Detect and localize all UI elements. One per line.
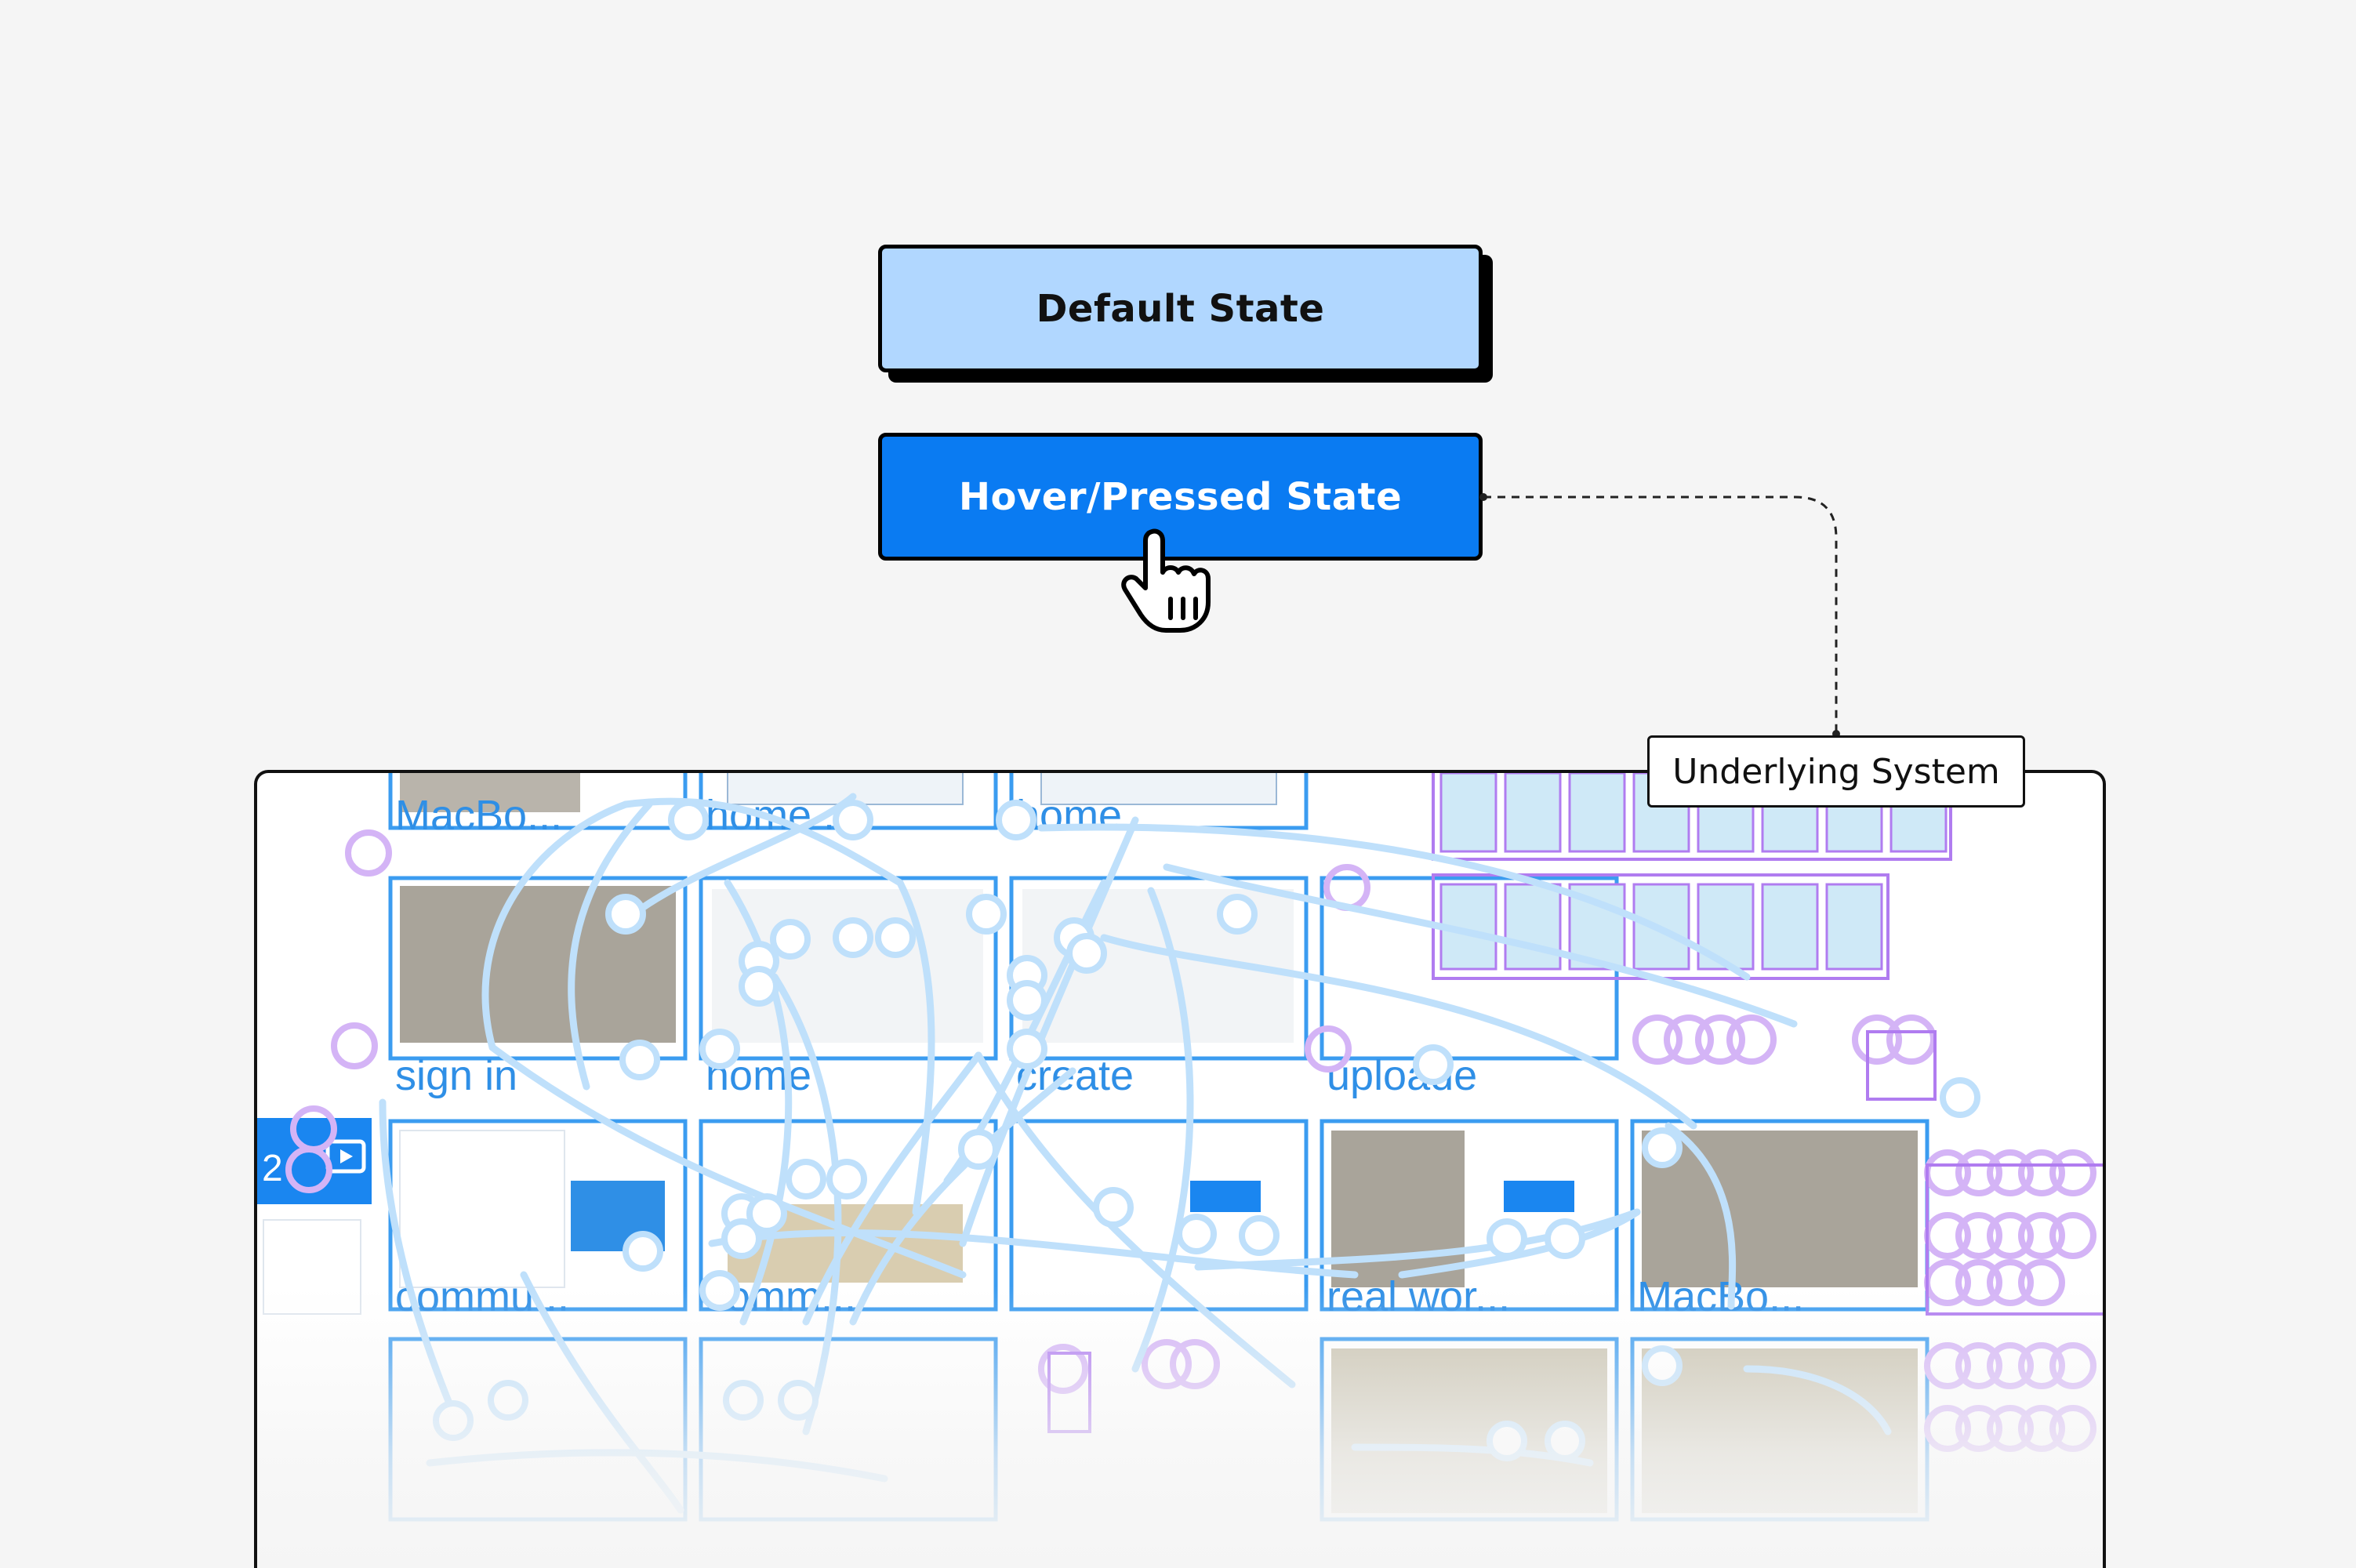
screen-label: sign in [395, 1052, 517, 1099]
underlying-system-panel: 2 MacBo... home ... home ... sign in hom… [254, 770, 2106, 1568]
screen-label: real wor... [1327, 1273, 1510, 1320]
default-state-button[interactable]: Default State [878, 245, 1483, 372]
sidebar-number: 2 [262, 1148, 283, 1189]
screen-label: MacBo... [395, 792, 562, 839]
underlying-system-label: Underlying System [1647, 735, 2025, 808]
screen-frame[interactable] [701, 1339, 996, 1519]
sidebar-thumbnail[interactable] [263, 1220, 361, 1314]
flow-diagram: 2 MacBo... home ... home ... sign in hom… [257, 773, 2106, 1568]
screen-frame[interactable] [1011, 1121, 1306, 1309]
screen-label: home ... [1016, 792, 1169, 839]
pointer-hand-icon [1117, 527, 1235, 637]
screen-label: MacBo... [1637, 1273, 1804, 1320]
